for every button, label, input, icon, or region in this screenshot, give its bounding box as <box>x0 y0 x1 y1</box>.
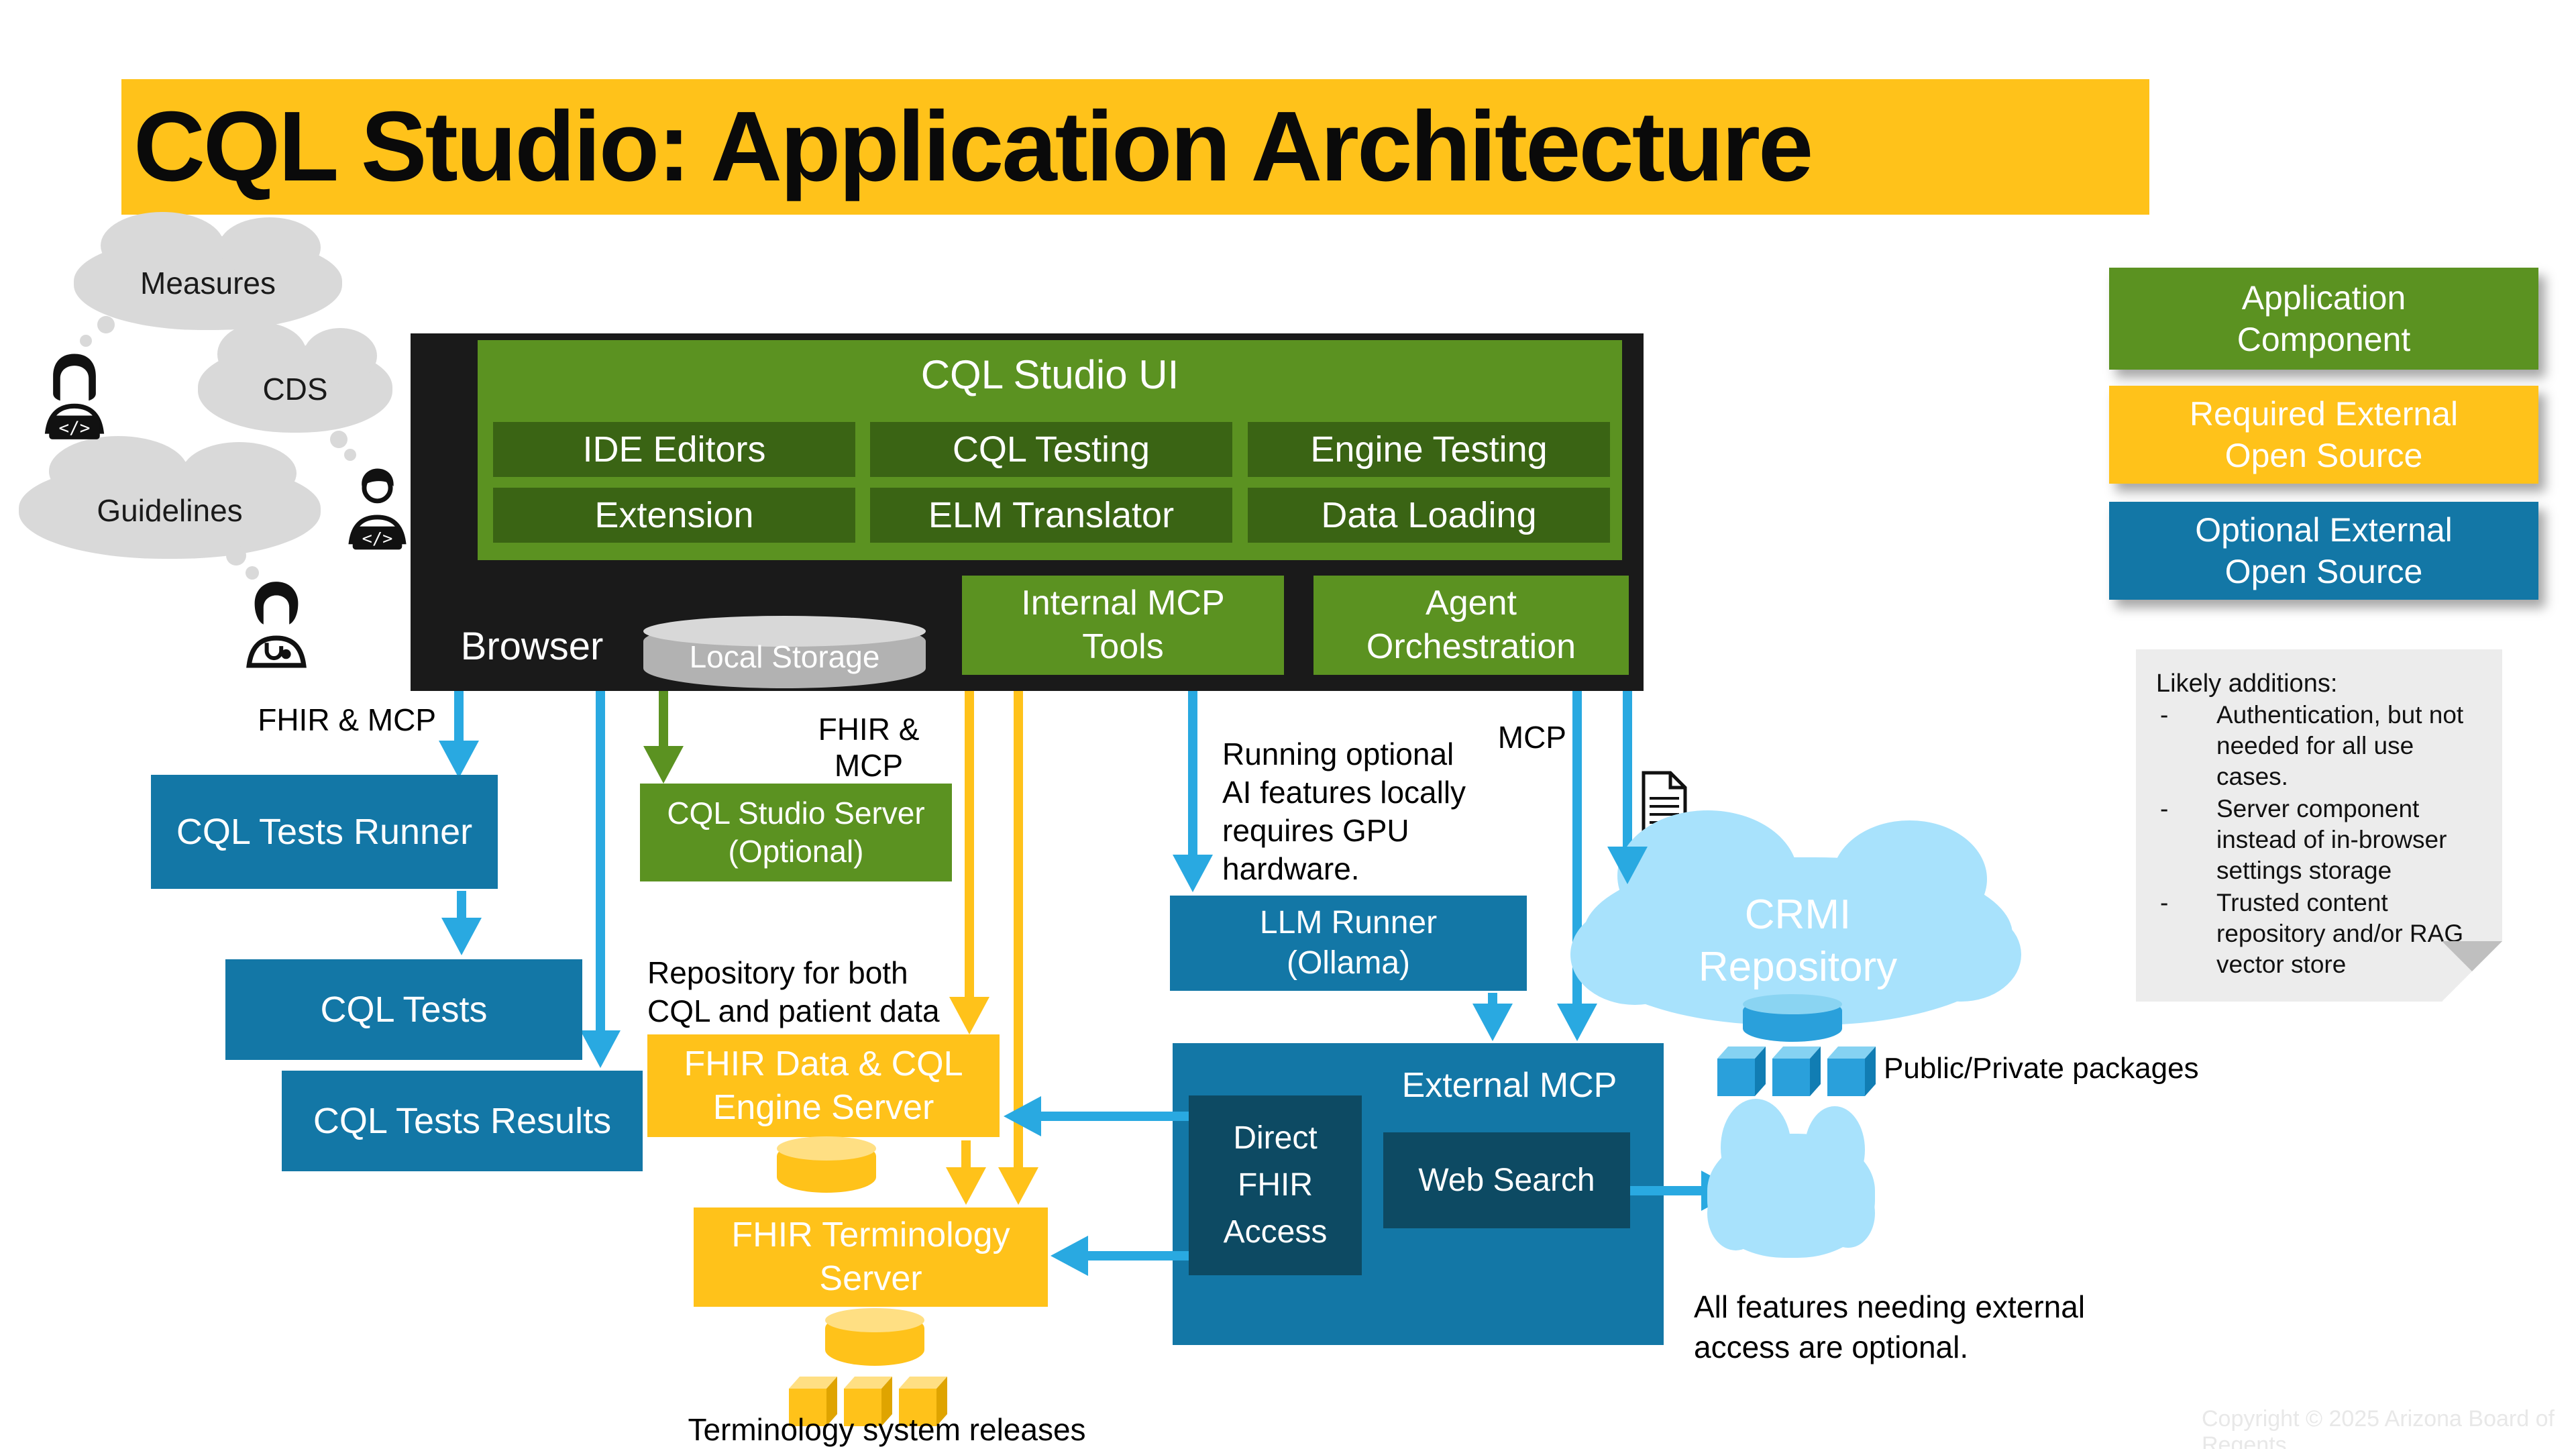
arrow-browser-to-studio-server <box>659 691 668 749</box>
svg-text:</>: </> <box>59 419 91 439</box>
bubble-trail-dot <box>226 545 246 566</box>
browser-label: Browser <box>460 625 604 668</box>
terminology-data-cylinder <box>825 1307 924 1366</box>
arrow-direct-to-engine <box>1041 1112 1189 1121</box>
label-terminology-releases: Terminology system releases <box>688 1412 1086 1447</box>
label-fhir-mcp-left: FHIR & MCP <box>258 702 436 737</box>
web-search-box: Web Search <box>1383 1132 1630 1228</box>
local-storage-label: Local Storage <box>689 639 880 674</box>
arrow-browser-to-crmi <box>1623 691 1632 849</box>
arrowhead <box>998 1167 1038 1205</box>
bubble-trail-dot <box>330 431 347 448</box>
arrowhead <box>441 918 482 955</box>
arrow-browser-to-tests-runner <box>454 691 464 743</box>
module-extension: Extension <box>493 488 855 543</box>
arrow-browser-to-external-mcp <box>1572 691 1582 1005</box>
arrowhead <box>946 1167 986 1205</box>
bubble-trail-dot <box>344 449 356 461</box>
cql-tests-box: CQL Tests <box>225 959 582 1060</box>
page-title: CQL Studio: Application Architecture <box>121 79 2149 215</box>
cql-studio-ui-title: CQL Studio UI <box>920 352 1179 397</box>
label-public-private: Public/Private packages <box>1884 1052 2199 1085</box>
module-cql-testing: CQL Testing <box>870 422 1232 477</box>
arrowhead <box>643 746 684 784</box>
crmi-packages-icon <box>1717 1046 1876 1096</box>
cql-studio-server-box: CQL Studio Server(Optional) <box>640 784 952 881</box>
arrowhead <box>949 997 989 1034</box>
clinician-icon <box>246 582 307 668</box>
arrow-browser-to-terminology <box>1014 691 1023 1169</box>
arrowhead <box>580 1030 621 1068</box>
cql-tests-results-box: CQL Tests Results <box>282 1071 643 1171</box>
arrow-engine-to-terminology <box>961 1140 971 1169</box>
arrowhead <box>439 741 479 778</box>
developer-female-icon: </> <box>44 354 105 439</box>
likely-additions-note: Likely additions: -Authentication, but n… <box>2136 649 2502 1002</box>
arrow-browser-to-llm <box>1188 691 1197 857</box>
note-title: Likely additions: <box>2156 669 2338 698</box>
note-bullet: -Authentication, but not needed for all … <box>2160 701 2464 790</box>
internet-cloud <box>1707 1099 1875 1258</box>
arrow-runner-to-tests <box>457 891 466 920</box>
note-bullet: -Server component instead of in-browser … <box>2160 795 2447 884</box>
arrowhead <box>1051 1236 1088 1276</box>
module-ide-editors: IDE Editors <box>493 422 855 477</box>
cloud-bump <box>1707 1175 1764 1250</box>
thought-bubble-measures: Measures <box>74 211 342 330</box>
thought-bubble-guidelines: Guidelines <box>19 436 321 559</box>
cloud-bump <box>1570 904 1699 1005</box>
module-engine-testing: Engine Testing <box>1248 422 1610 477</box>
crmi-data-cylinder <box>1743 994 1842 1042</box>
thought-bubble-cds: CDS <box>198 323 392 433</box>
terminology-packages-icon <box>789 1377 947 1426</box>
note-bullet: -Trusted content repository and/or RAG v… <box>2160 889 2464 978</box>
module-data-loading: Data Loading <box>1248 488 1610 543</box>
label-fhir-mcp-mid: FHIR & MCP <box>818 712 920 783</box>
arrow-browser-to-tests-results <box>596 691 605 1033</box>
bubble-measures-label: Measures <box>140 266 276 301</box>
module-elm-translator: ELM Translator <box>870 488 1232 543</box>
bubble-trail-dot <box>97 316 115 333</box>
cloud-bump <box>1821 1178 1875 1248</box>
label-running-note: Running optional AI features locally req… <box>1222 737 1466 886</box>
developer-male-icon: </> <box>348 468 407 550</box>
bubble-cds-label: CDS <box>262 372 328 407</box>
bubble-guidelines-label: Guidelines <box>97 492 243 528</box>
page-title-text: CQL Studio: Application Architecture <box>133 91 1813 202</box>
arrow-direct-to-terminology <box>1088 1251 1189 1260</box>
cql-tests-runner-box: CQL Tests Runner <box>151 775 498 889</box>
llm-runner-box: LLM Runner(Ollama) <box>1170 896 1527 991</box>
arrowhead <box>1472 1004 1513 1041</box>
arrow-llm-to-external-mcp <box>1488 993 1497 1006</box>
external-mcp-label: External MCP <box>1401 1066 1617 1105</box>
arrow-websearch-to-internet <box>1630 1186 1703 1195</box>
note-corner-fold <box>2442 941 2502 1002</box>
label-all-features: All features needing external access are… <box>1694 1289 2086 1364</box>
arrowhead <box>1557 1004 1597 1041</box>
copyright: Copyright © 2025 Arizona Board of Regent… <box>2202 1406 2555 1449</box>
arrow-browser-to-engine-server <box>965 691 974 1000</box>
label-repository-note: Repository for both CQL and patient data <box>647 955 940 1028</box>
arrowhead <box>1173 855 1213 892</box>
arrowhead <box>1004 1096 1041 1136</box>
engine-data-cylinder <box>777 1136 876 1193</box>
bubble-trail-dot <box>80 335 92 347</box>
label-mcp: MCP <box>1497 720 1566 755</box>
arrowhead <box>1607 847 1648 884</box>
local-storage-cylinder <box>643 616 926 688</box>
svg-text:</>: </> <box>362 529 393 548</box>
bubble-trail-dot <box>246 566 259 580</box>
